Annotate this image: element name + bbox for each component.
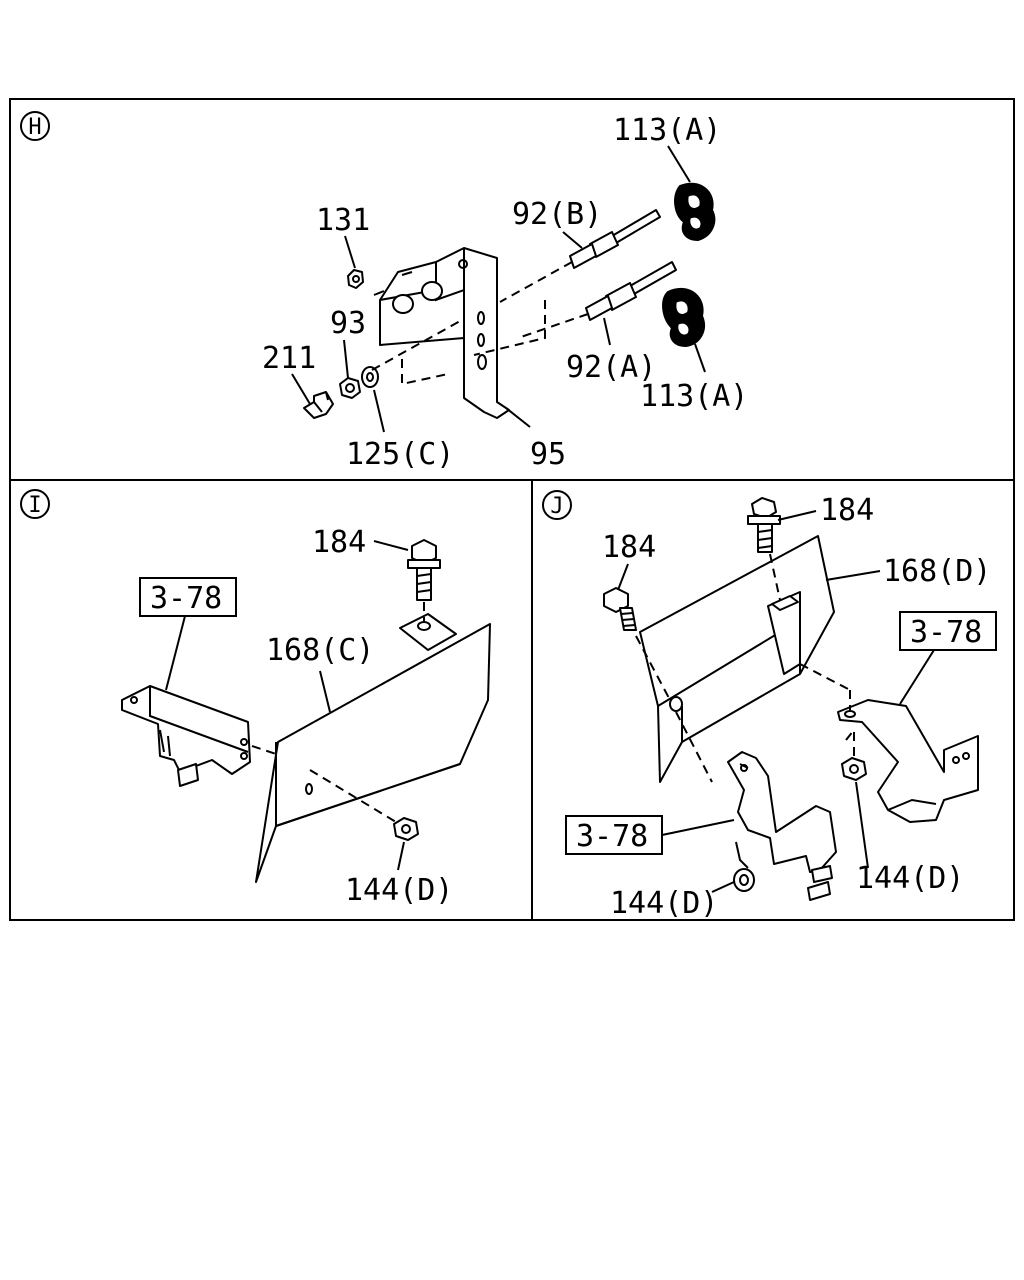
panel-h-drawing: 113(A) 92(B) 131 93 211 92(A) 113(A) 125… bbox=[262, 113, 748, 472]
bracket-95 bbox=[379, 247, 510, 419]
nut-144d-right bbox=[841, 757, 867, 781]
ref-box-3-78-j-right bbox=[899, 611, 997, 651]
ref-box-3-78-i bbox=[139, 577, 237, 617]
label-125c: 125(C) bbox=[346, 437, 454, 472]
panel-j-leaders bbox=[617, 510, 935, 893]
nut-144d-bottom bbox=[733, 868, 755, 892]
label-184-top: 184 bbox=[820, 493, 874, 528]
label-92a: 92(A) bbox=[566, 350, 656, 385]
label-211: 211 bbox=[262, 341, 316, 376]
panel-i-id: I bbox=[20, 489, 50, 519]
label-113a-bottom: 113(A) bbox=[640, 379, 748, 414]
hose-fitting-92a bbox=[585, 261, 677, 321]
label-131: 131 bbox=[316, 203, 370, 238]
nut-93 bbox=[339, 377, 361, 399]
panel-j-letter: J bbox=[550, 494, 563, 519]
panel-i-leaders bbox=[165, 540, 409, 871]
label-3-78-right: 3-78 bbox=[910, 615, 982, 650]
washer-125c bbox=[361, 366, 379, 388]
panel-frames bbox=[9, 98, 1015, 921]
panel-h-letter: H bbox=[28, 115, 41, 140]
nut-131 bbox=[347, 269, 364, 289]
label-3-78: 3-78 bbox=[150, 581, 222, 616]
nut-144d bbox=[393, 817, 419, 841]
label-168d: 168(D) bbox=[883, 554, 991, 589]
bolt-184-left bbox=[603, 587, 637, 631]
panel-h-id: H bbox=[20, 111, 50, 141]
bolt-184-top bbox=[747, 497, 781, 553]
bracket-3-78-i bbox=[121, 685, 251, 787]
panel-i-letter: I bbox=[28, 493, 41, 518]
label-113a-top: 113(A) bbox=[613, 113, 721, 148]
label-95: 95 bbox=[530, 437, 566, 472]
panel-i-drawing: 184 3-78 168(C) 144(D) bbox=[121, 525, 491, 908]
bolt-184 bbox=[407, 539, 441, 601]
hose-fitting-92b bbox=[569, 209, 661, 269]
label-92b: 92(B) bbox=[512, 197, 602, 232]
panel-h-leaders bbox=[291, 145, 706, 433]
panel-j-drawing: 184 184 168(D) 3-78 3-78 144(D) 144(D) bbox=[565, 493, 997, 921]
label-144d: 144(D) bbox=[345, 873, 453, 908]
label-168c: 168(C) bbox=[266, 633, 374, 668]
panel-j-id: J bbox=[542, 490, 572, 520]
label-3-78-left: 3-78 bbox=[576, 819, 648, 854]
bracket-3-78-j-left bbox=[727, 751, 837, 901]
clip-113a-bottom bbox=[662, 287, 705, 348]
label-184-left: 184 bbox=[602, 530, 656, 565]
bracket-3-78-j-right bbox=[837, 699, 979, 823]
spacer-211 bbox=[303, 391, 334, 419]
clip-113a-top bbox=[674, 182, 716, 242]
label-184: 184 bbox=[312, 525, 366, 560]
label-144d-bottom: 144(D) bbox=[610, 886, 718, 921]
label-144d-right: 144(D) bbox=[856, 861, 964, 896]
label-93: 93 bbox=[330, 306, 366, 341]
